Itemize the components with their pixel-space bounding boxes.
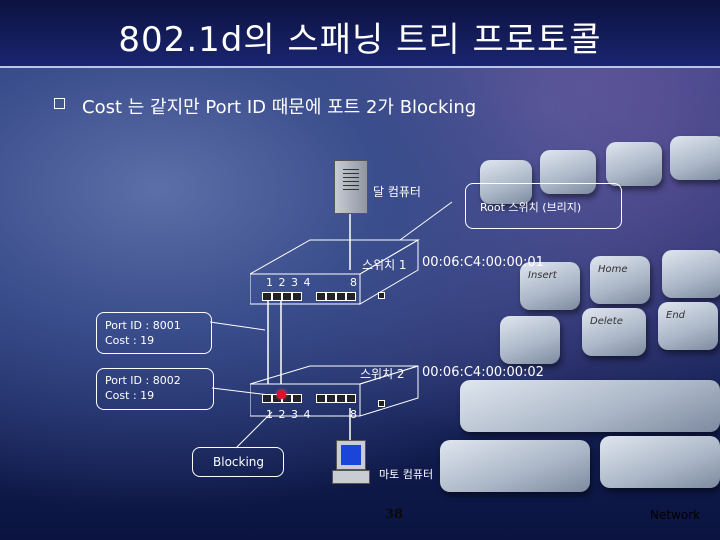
switch-2-port — [346, 394, 356, 403]
switch-1-port — [262, 292, 272, 301]
switch-2-port — [292, 394, 302, 403]
callout-2-cost: Cost : 19 — [105, 389, 155, 402]
switch-2-port — [316, 394, 326, 403]
bullet-square-icon — [54, 98, 65, 109]
port-callout-1 — [96, 312, 212, 354]
switch-2-port-last: 8 — [350, 408, 357, 421]
keyboard-key — [662, 250, 720, 298]
keyboard-key — [540, 150, 596, 194]
keyboard-key — [606, 142, 662, 186]
switch-2-port-numbers: 1 2 3 4 — [266, 408, 312, 421]
port-callout-2 — [96, 368, 214, 410]
server-label: 달 컴퓨터 — [373, 185, 421, 199]
switch-1-port — [272, 292, 282, 301]
switch-1-mac: 00:06:C4:00:00:01 — [422, 255, 544, 270]
keyboard-key — [480, 160, 532, 204]
switch-2-icon — [250, 365, 419, 417]
switch-1-port — [292, 292, 302, 301]
keyboard-key-home: Home — [590, 256, 650, 304]
blocked-port-icon — [277, 390, 286, 399]
keyboard-key-end: End — [658, 302, 718, 350]
switch-1-port — [282, 292, 292, 301]
callout-2-port-id: Port ID : 8002 — [105, 374, 181, 387]
page-number: 38 — [385, 507, 404, 522]
blocking-callout-pointer — [235, 411, 273, 449]
switch-1-port — [346, 292, 356, 301]
keyboard-key — [670, 136, 720, 180]
root-label: Root 스위치 (브리지) — [480, 201, 582, 214]
switch-1-port — [316, 292, 326, 301]
root-callout-pointer — [399, 201, 453, 241]
slide-title: 802.1d의 스패닝 트리 프로토콜 — [118, 20, 602, 60]
switch-1-icon — [250, 239, 420, 305]
blocking-callout — [192, 447, 284, 477]
keyboard-key-insert: Insert — [520, 262, 580, 310]
switch-1-port-numbers: 1 2 3 4 — [266, 276, 312, 289]
callout-1-cost: Cost : 19 — [105, 334, 155, 347]
keyboard-backdrop: Insert Home Delete End — [400, 136, 720, 540]
callout-1-port-id: Port ID : 8001 — [105, 319, 181, 332]
title-bar: 802.1d의 스패닝 트리 프로토콜 — [0, 0, 720, 68]
root-callout — [465, 183, 622, 229]
keyboard-key — [460, 380, 720, 432]
switch-1-port — [326, 292, 336, 301]
switch-2-mac: 00:06:C4:00:00:02 — [422, 365, 544, 380]
server-icon — [334, 160, 368, 214]
switch-1-label: 스위치 1 — [362, 258, 407, 272]
computer-icon — [332, 440, 370, 486]
switch-2-port — [326, 394, 336, 403]
switch-2-console-port — [378, 400, 385, 407]
switch-1-console-port — [378, 292, 385, 299]
callout1-pointer — [209, 321, 266, 331]
bullet-text: Cost 는 같지만 Port ID 때문에 포트 2가 Blocking — [82, 97, 477, 118]
keyboard-key-delete: Delete — [582, 308, 646, 356]
keyboard-key — [600, 436, 720, 488]
footer-text: Network — [650, 508, 701, 522]
switch-1-port-last: 8 — [350, 276, 357, 289]
client-label: 마토 컴퓨터 — [379, 468, 434, 481]
switch-2-label: 스위치 2 — [360, 367, 405, 381]
switch-2-port — [262, 394, 272, 403]
switch-2-port — [336, 394, 346, 403]
keyboard-key — [440, 440, 590, 492]
switch-1-port — [336, 292, 346, 301]
keyboard-key — [500, 316, 560, 364]
blocking-label: Blocking — [213, 455, 265, 469]
